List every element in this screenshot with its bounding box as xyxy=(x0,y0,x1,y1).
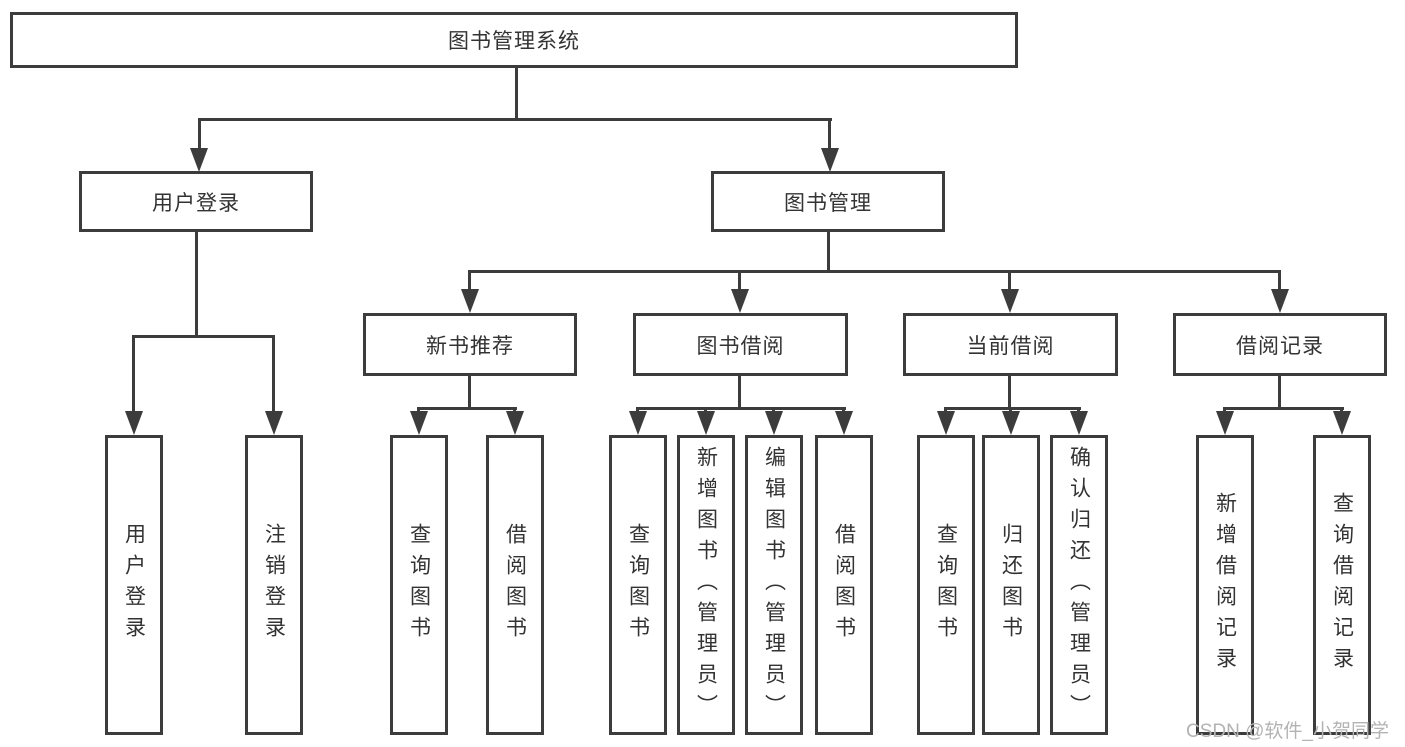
arrowhead-borrow-record xyxy=(1271,289,1289,313)
arrowhead-leaf-login xyxy=(125,411,143,435)
node-new-book-recommend-label: 新书推荐 xyxy=(426,334,514,358)
arrowhead-current-borrow xyxy=(1001,289,1019,313)
node-book-mgmt-label: 图书管理 xyxy=(784,191,872,215)
node-book-borrowing-label: 图书借阅 xyxy=(696,334,785,358)
connector-borrow-record-rail xyxy=(1223,407,1344,410)
connector-new-book-stem xyxy=(468,376,471,410)
arrowhead-g4-1 xyxy=(937,411,955,435)
node-root-label: 图书管理系统 xyxy=(448,30,580,53)
arrowhead-g3-3 xyxy=(765,411,783,435)
leaf-edit-books-admin: 编辑图书（管理员） xyxy=(745,435,803,735)
csdn-watermark: CSDN @软件_小贺同学 xyxy=(1186,721,1389,742)
arrowhead-user-login xyxy=(190,148,208,172)
leaf-add-books-admin-label: 新增图书（管理员） xyxy=(694,445,718,725)
arrowhead-g2-2 xyxy=(506,411,524,435)
leaf-query-borrow-record: 查询借阅记录 xyxy=(1313,435,1371,735)
connector-book-borrow-rail xyxy=(636,407,846,410)
node-current-borrowing-label: 当前借阅 xyxy=(966,334,1055,358)
connector-borrow-record-stem xyxy=(1278,376,1281,410)
arrowhead-g3-1 xyxy=(629,411,647,435)
leaf-confirm-return-admin-label: 确认归还（管理员） xyxy=(1067,445,1091,725)
connector-drop-user-login xyxy=(198,118,201,152)
connector-user-login-rail xyxy=(132,335,274,338)
arrowhead-g4-3 xyxy=(1070,411,1088,435)
leaf-borrow-books-recommend: 借阅图书 xyxy=(486,435,544,735)
leaf-edit-books-admin-label: 编辑图书（管理员） xyxy=(762,445,786,725)
connector-drop-leaf-logout xyxy=(272,335,275,413)
leaf-add-borrow-record-label: 新增借阅记录 xyxy=(1213,492,1237,678)
node-borrowing-records-label: 借阅记录 xyxy=(1236,334,1324,358)
arrowhead-book-borrow xyxy=(731,289,749,313)
arrowhead-g3-4 xyxy=(835,411,853,435)
connector-root-stem xyxy=(515,68,518,119)
leaf-query-borrow-record-label: 查询借阅记录 xyxy=(1330,492,1354,678)
connector-user-login-stem xyxy=(195,232,198,336)
arrowhead-leaf-logout xyxy=(265,411,283,435)
leaf-borrow-books: 借阅图书 xyxy=(815,435,873,735)
leaf-logout: 注销登录 xyxy=(245,435,303,735)
leaf-return-books-label: 归还图书 xyxy=(999,523,1023,647)
leaf-query-books-current-label: 查询图书 xyxy=(934,523,958,647)
connector-drop-borrow-record xyxy=(1278,270,1281,292)
connector-new-book-rail xyxy=(417,407,517,410)
node-user-login-branch: 用户登录 xyxy=(79,171,313,232)
connector-current-borrow-rail xyxy=(944,407,1081,410)
connector-book-mgmt-stem xyxy=(827,232,830,272)
node-book-mgmt-branch: 图书管理 xyxy=(711,171,945,232)
connector-drop-leaf-login xyxy=(132,335,135,413)
leaf-query-books-recommend: 查询图书 xyxy=(390,435,448,735)
arrowhead-g3-2 xyxy=(697,411,715,435)
node-new-book-recommend: 新书推荐 xyxy=(363,313,577,376)
arrowhead-book-mgmt xyxy=(821,148,839,172)
connector-root-rail xyxy=(198,118,832,121)
arrowhead-g2-1 xyxy=(410,411,428,435)
leaf-add-borrow-record: 新增借阅记录 xyxy=(1196,435,1254,735)
leaf-user-login-label: 用户登录 xyxy=(122,523,146,647)
leaf-add-books-admin: 新增图书（管理员） xyxy=(677,435,735,735)
connector-book-borrow-stem xyxy=(738,376,741,410)
connector-drop-book-borrow xyxy=(738,270,741,292)
connector-drop-new-book xyxy=(468,270,471,292)
node-borrowing-records: 借阅记录 xyxy=(1173,313,1387,376)
arrowhead-g5-2 xyxy=(1333,411,1351,435)
connector-drop-current-borrow xyxy=(1008,270,1011,292)
leaf-query-books-current: 查询图书 xyxy=(917,435,975,735)
arrowhead-new-book xyxy=(461,289,479,313)
leaf-query-books-borrow: 查询图书 xyxy=(609,435,667,735)
leaf-user-login: 用户登录 xyxy=(105,435,163,735)
connector-drop-book-mgmt xyxy=(828,118,831,152)
connector-book-mgmt-rail xyxy=(468,270,1281,273)
node-current-borrowing: 当前借阅 xyxy=(903,313,1118,376)
leaf-borrow-books-recommend-label: 借阅图书 xyxy=(503,523,527,647)
leaf-confirm-return-admin: 确认归还（管理员） xyxy=(1050,435,1108,735)
leaf-query-books-recommend-label: 查询图书 xyxy=(407,523,431,647)
node-book-borrowing: 图书借阅 xyxy=(633,313,848,376)
leaf-query-books-borrow-label: 查询图书 xyxy=(626,523,650,647)
node-user-login-label: 用户登录 xyxy=(152,191,240,215)
leaf-borrow-books-label: 借阅图书 xyxy=(832,523,856,647)
arrowhead-g5-1 xyxy=(1216,411,1234,435)
connector-current-borrow-stem xyxy=(1008,376,1011,410)
leaf-logout-label: 注销登录 xyxy=(262,523,286,647)
leaf-return-books: 归还图书 xyxy=(982,435,1040,735)
node-root-system: 图书管理系统 xyxy=(10,12,1018,68)
arrowhead-g4-2 xyxy=(1002,411,1020,435)
